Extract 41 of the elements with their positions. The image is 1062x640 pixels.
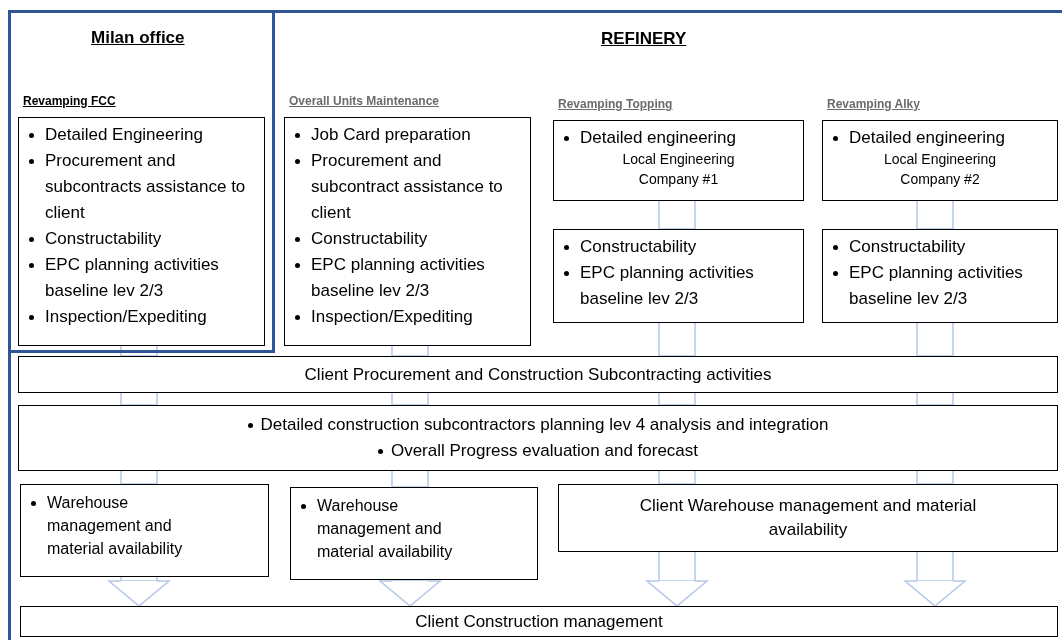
activity-text: Client Procurement and Construction Subcontracting activities <box>304 363 772 386</box>
bullet-text: EPC planning activities baseline lev 2/3 <box>45 255 219 300</box>
bullet-text: Detailed construction subcontractors planning lev 4 analysis and integration <box>260 415 829 434</box>
bullet-text: Detailed engineering <box>580 128 736 147</box>
bullet-text: Constructability <box>580 237 697 256</box>
activity-text: Client Construction management <box>415 610 663 633</box>
project-heading: Revamping Alky <box>827 97 920 111</box>
section-title: REFINERY <box>601 29 687 49</box>
project-heading: Revamping Topping <box>558 97 673 111</box>
activity-text: Client Warehouse management and material availability <box>638 495 978 541</box>
project-heading: Overall Units Maintenance <box>289 94 440 108</box>
activity-box <box>18 405 1058 471</box>
bullet-text: Detailed Engineering <box>45 125 203 144</box>
bullet-text: Inspection/Expediting <box>45 307 207 326</box>
bullet-text: EPC planning activities baseline lev 2/3 <box>311 255 485 300</box>
bullet-text: Overall Progress evaluation and forecast <box>390 441 699 460</box>
bullet-text: Constructability <box>849 237 966 256</box>
bullet-text: EPC planning activities baseline lev 2/3 <box>849 263 1023 308</box>
bullet-text: Warehouse management and material availability <box>47 494 183 557</box>
company-note: Local Engineering Company #2 <box>882 150 998 189</box>
bullet-text: Constructability <box>311 229 428 248</box>
office-frame <box>8 10 275 353</box>
bullet-text: Job Card preparation <box>311 125 471 144</box>
bullet-text: Procurement and subcontract assistance to client <box>311 151 503 222</box>
bullet-text: Warehouse management and material availability <box>317 497 453 560</box>
bullet-text: Inspection/Expediting <box>311 307 473 326</box>
project-heading: Revamping FCC <box>23 94 116 108</box>
activity-box <box>558 484 1058 552</box>
activity-box <box>18 356 1058 393</box>
company-note: Local Engineering Company #1 <box>621 150 736 189</box>
activity-box <box>822 229 1058 323</box>
bullet-text: Constructability <box>45 229 162 248</box>
activity-box <box>20 484 269 577</box>
section-title: Milan office <box>91 28 185 48</box>
activity-box <box>290 487 538 580</box>
activity-box <box>553 229 804 323</box>
section-frame <box>8 10 1062 640</box>
bullet-text: Procurement and subcontracts assistance to client <box>45 151 246 222</box>
bullet-text: Detailed engineering <box>849 128 1005 147</box>
bullet-text: EPC planning activities baseline lev 2/3 <box>580 263 754 308</box>
activity-box <box>20 606 1058 637</box>
